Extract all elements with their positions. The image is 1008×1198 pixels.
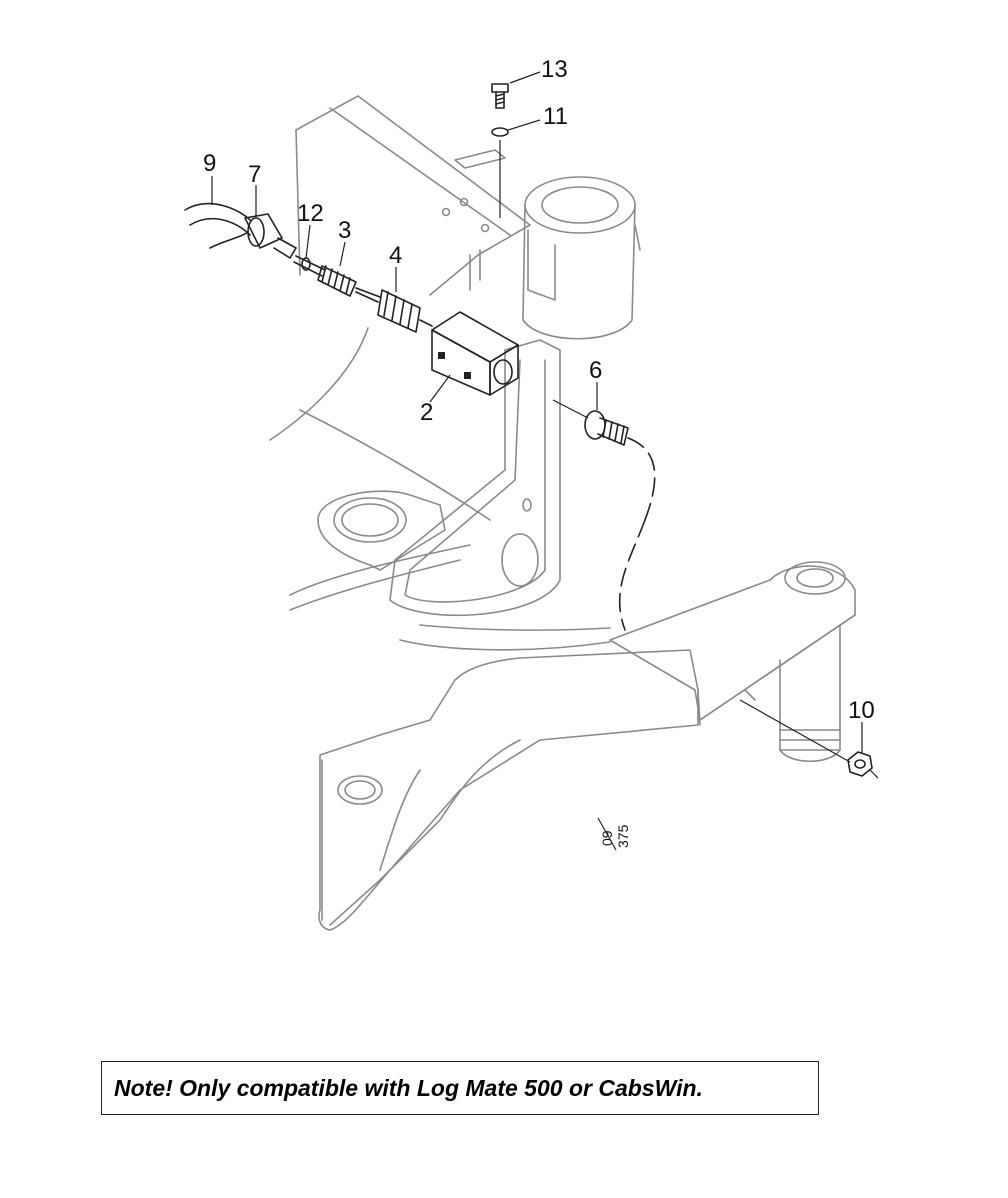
drawing-id: 09 375 (597, 817, 631, 851)
callout-12: 12 (297, 200, 324, 227)
callout-7: 7 (248, 161, 261, 188)
callout-leaders (211, 71, 863, 754)
callout-2: 2 (420, 399, 433, 426)
swing-arm (318, 561, 856, 931)
callout-3: 3 (338, 217, 351, 244)
callout-6: 6 (589, 357, 602, 384)
compatibility-note: Note! Only compatible with Log Mate 500 … (101, 1061, 819, 1115)
callout-4: 4 (389, 242, 402, 269)
machine-frame (269, 95, 611, 651)
callout-9: 9 (203, 150, 216, 177)
callout-13: 13 (541, 56, 568, 83)
parts-diagram: 13 11 9 7 12 3 4 2 6 10 09 375 (184, 56, 879, 931)
bracket-arm (389, 339, 561, 617)
sensor-block (431, 311, 519, 396)
connector-6 (552, 399, 656, 631)
cable-assembly (184, 202, 433, 333)
callout-10: 10 (848, 697, 875, 724)
drawing-id-bottom: 375 (615, 824, 631, 848)
cylinder-post (522, 176, 641, 340)
note-text: Note! Only compatible with Log Mate 500 … (114, 1074, 703, 1101)
mounting-lug (317, 490, 446, 571)
nut-10 (739, 699, 879, 779)
callout-11: 11 (543, 103, 568, 130)
bolt-and-washer (491, 83, 509, 218)
